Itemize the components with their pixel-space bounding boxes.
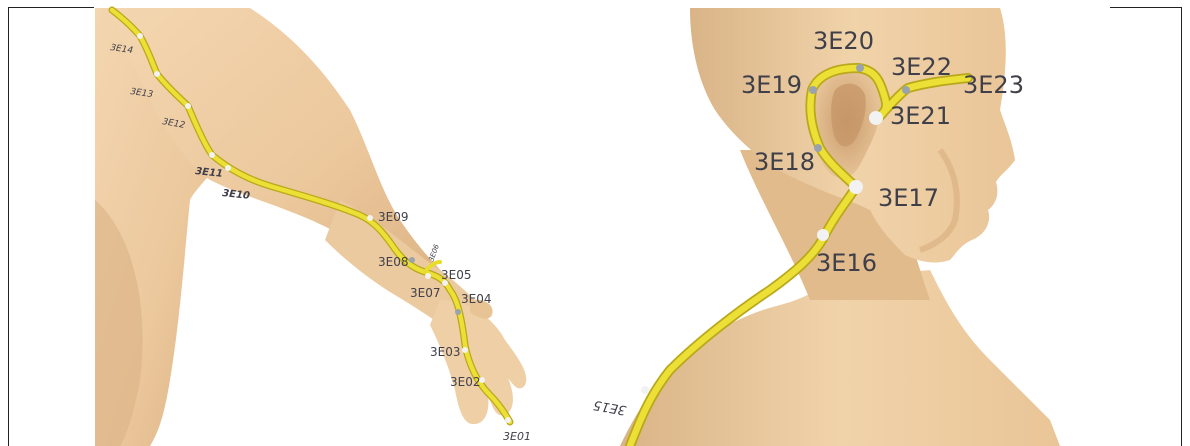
arm-panel: 3E14 3E13 3E12 3E11 3E10 3E09 3E08 3E06 … [95, 8, 531, 446]
point-marker-3E21 [869, 111, 883, 125]
point-marker-3E22 [902, 86, 910, 94]
label-3E04: 3E04 [461, 292, 492, 306]
point-marker-3E14 [137, 33, 143, 39]
point-marker-3E11 [209, 152, 215, 158]
label-3E22: 3E22 [891, 53, 952, 81]
point-marker-3E08 [409, 257, 415, 263]
label-3E15: 3E15 [592, 397, 627, 418]
point-marker-3E19 [809, 86, 817, 94]
label-3E23: 3E23 [963, 71, 1024, 99]
label-3E06: 3E06 [427, 243, 441, 263]
point-marker-3E01 [505, 417, 511, 423]
point-marker-3E10 [225, 165, 231, 171]
label-3E20: 3E20 [813, 27, 874, 55]
point-marker-3E09 [367, 215, 373, 221]
head-panel: 3E15 3E16 3E17 3E18 3E19 3E20 3E21 3E22 … [592, 8, 1060, 446]
hand-shape [430, 300, 526, 424]
point-marker-3E04 [455, 309, 461, 315]
point-marker-3E20 [856, 64, 864, 72]
point-marker-3E15 [641, 386, 649, 394]
label-3E08: 3E08 [378, 255, 409, 269]
label-3E10: 3E10 [222, 188, 251, 202]
label-3E19: 3E19 [741, 71, 802, 99]
point-marker-3E03 [462, 347, 468, 353]
label-3E18: 3E18 [754, 148, 815, 176]
point-marker-3E12 [185, 103, 191, 109]
label-3E07: 3E07 [410, 286, 441, 300]
label-3E05: 3E05 [441, 268, 472, 282]
label-3E03: 3E03 [430, 345, 461, 359]
label-3E02: 3E02 [450, 375, 481, 389]
label-3E09: 3E09 [378, 210, 409, 224]
point-marker-3E17 [849, 180, 863, 194]
point-marker-3E18 [814, 144, 822, 152]
point-marker-3E13 [154, 71, 160, 77]
label-3E01: 3E01 [503, 430, 531, 443]
label-3E16: 3E16 [816, 249, 877, 277]
point-marker-3E07 [425, 273, 431, 279]
point-marker-3E16 [817, 229, 829, 241]
label-3E21: 3E21 [890, 102, 951, 130]
label-3E17: 3E17 [878, 184, 939, 212]
